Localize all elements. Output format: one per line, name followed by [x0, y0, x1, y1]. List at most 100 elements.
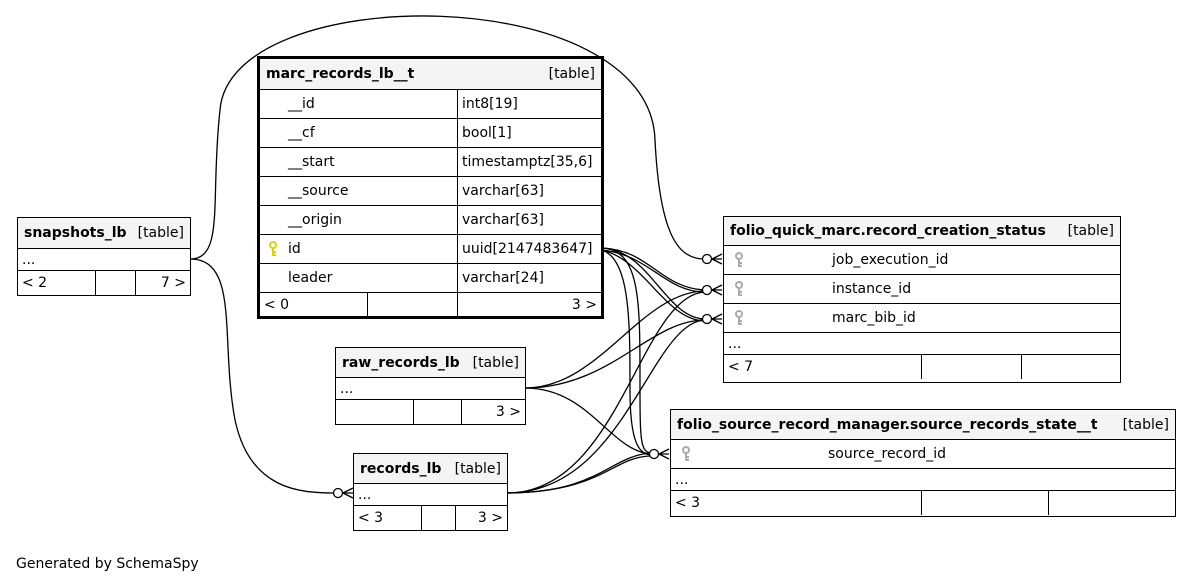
- edge-raw-to-instance: [524, 290, 706, 389]
- table-name: folio_source_record_manager.source_recor…: [677, 416, 1098, 433]
- column-name: job_execution_id: [832, 252, 949, 268]
- column-name: __start: [288, 154, 335, 170]
- table-name: records_lb: [360, 460, 442, 477]
- footer-parents: [336, 400, 413, 424]
- footer-parents: < 3: [675, 495, 701, 511]
- edge-end-circle: [648, 448, 660, 460]
- footer-children: 3 >: [457, 293, 601, 317]
- column-type: int8[19]: [457, 90, 601, 118]
- table-name: folio_quick_marc.record_creation_status: [730, 223, 1046, 239]
- footer-children: 3 >: [461, 400, 525, 424]
- column-type: uuid[2147483647]: [457, 235, 601, 263]
- edge-end-circle: [701, 284, 713, 296]
- table-row: __id int8[19]: [260, 90, 601, 119]
- footer-parents: < 3: [358, 510, 384, 526]
- edge-raw-to-source: [524, 387, 653, 455]
- edge-marc-to-bib-a: [601, 247, 706, 320]
- table-header: records_lb [table]: [354, 454, 507, 484]
- table-ellipsis: ...: [18, 249, 190, 271]
- column-name-cell: source_record_id: [671, 440, 1175, 468]
- column-name: __origin: [288, 212, 342, 228]
- footer-children: 7 >: [135, 271, 190, 295]
- edge-marc-to-source-b: [601, 249, 653, 456]
- edge-raw-to-bib: [524, 319, 706, 389]
- footer-children: 3 >: [455, 506, 507, 530]
- footer-parents: < 0: [264, 297, 290, 313]
- table-row: leader varchar[24]: [260, 264, 601, 293]
- table-source-records-state[interactable]: folio_source_record_manager.source_recor…: [670, 409, 1176, 517]
- column-name-cell: id: [260, 235, 457, 263]
- table-row: instance_id: [724, 275, 1120, 304]
- table-footer: < 3: [671, 491, 1175, 515]
- column-name: __cf: [288, 125, 315, 141]
- primary-key-icon: [266, 241, 280, 257]
- edge-records-to-source-b: [506, 455, 653, 494]
- table-type: [table]: [1067, 223, 1114, 239]
- table-row: __start timestamptz[35,6]: [260, 148, 601, 177]
- column-name: __source: [288, 183, 349, 199]
- table-record-creation-status[interactable]: folio_quick_marc.record_creation_status …: [723, 216, 1121, 383]
- column-type: timestamptz[35,6]: [457, 148, 601, 176]
- edge-snapshots-to-records: [189, 258, 336, 494]
- foreign-key-icon: [732, 281, 746, 297]
- table-row: __cf bool[1]: [260, 119, 601, 148]
- footer-parents: < 2: [22, 275, 48, 291]
- edge-end-crowfoot: [711, 284, 723, 296]
- generated-by-credit: Generated by SchemaSpy: [16, 556, 199, 572]
- table-marc-records-lb-t[interactable]: marc_records_lb__t [table] __id int8[19]…: [257, 56, 604, 319]
- column-name: source_record_id: [828, 446, 946, 462]
- table-name: raw_records_lb: [342, 354, 460, 371]
- table-records-lb[interactable]: records_lb [table] ... < 3 3 >: [353, 453, 508, 531]
- footer-children: [1021, 355, 1120, 379]
- edge-snapshots-to-job-execution: [189, 15, 706, 260]
- foreign-key-icon: [732, 310, 746, 326]
- table-header: marc_records_lb__t [table]: [260, 59, 601, 90]
- column-name-cell: job_execution_id: [724, 246, 1120, 274]
- column-name: __id: [288, 96, 315, 112]
- column-type: varchar[24]: [457, 264, 601, 292]
- column-name-cell: marc_bib_id: [724, 304, 1120, 332]
- footer-rows: [921, 355, 1021, 379]
- table-ellipsis: ...: [671, 469, 1175, 491]
- edge-end-crowfoot: [342, 487, 354, 499]
- edge-marc-to-bib-b: [601, 249, 706, 322]
- table-footer: < 3 3 >: [354, 506, 507, 530]
- table-header: folio_source_record_manager.source_recor…: [671, 410, 1175, 440]
- foreign-key-icon: [679, 446, 693, 462]
- table-row: source_record_id: [671, 440, 1175, 469]
- edge-end-circle: [332, 487, 344, 499]
- table-name: snapshots_lb: [24, 225, 127, 241]
- table-header: folio_quick_marc.record_creation_status …: [724, 217, 1120, 246]
- edge-end-crowfoot: [658, 448, 670, 460]
- column-type: varchar[63]: [457, 177, 601, 205]
- footer-parents: < 7: [728, 359, 754, 375]
- edge-marc-to-instance-a: [601, 247, 706, 291]
- table-type: [table]: [472, 354, 519, 371]
- footer-children: [1048, 491, 1175, 515]
- edge-end-crowfoot: [711, 253, 723, 265]
- table-row: id uuid[2147483647]: [260, 235, 601, 264]
- table-row: job_execution_id: [724, 246, 1120, 275]
- footer-rows: [413, 400, 461, 424]
- table-type: [table]: [454, 460, 501, 477]
- table-ellipsis: ...: [354, 484, 507, 506]
- column-type: varchar[63]: [457, 206, 601, 234]
- table-type: [table]: [137, 225, 184, 241]
- table-snapshots-lb[interactable]: snapshots_lb [table] ... < 2 7 >: [17, 217, 191, 296]
- table-raw-records-lb[interactable]: raw_records_lb [table] ... 3 >: [335, 347, 526, 425]
- table-footer: < 0 3 >: [260, 293, 601, 317]
- footer-rows: [421, 506, 455, 530]
- column-name: id: [288, 241, 301, 257]
- table-row: __source varchar[63]: [260, 177, 601, 206]
- table-name: marc_records_lb__t: [266, 66, 415, 82]
- table-footer: < 7: [724, 355, 1120, 379]
- edge-marc-to-source-a: [601, 247, 653, 454]
- table-header: snapshots_lb [table]: [18, 218, 190, 249]
- column-name: leader: [288, 270, 333, 286]
- footer-rows: [367, 293, 457, 317]
- column-name: instance_id: [832, 281, 912, 297]
- table-row: __origin varchar[63]: [260, 206, 601, 235]
- table-row: marc_bib_id: [724, 304, 1120, 333]
- table-ellipsis: ...: [336, 378, 525, 400]
